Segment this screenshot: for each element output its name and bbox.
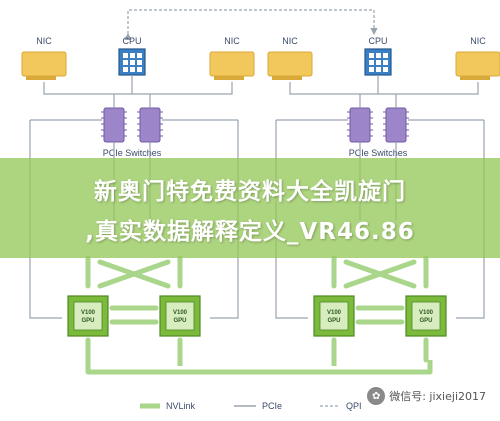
pcie-switch-left-0 (103, 107, 125, 143)
nic-connector-right-right (460, 76, 490, 80)
gpu-label-right-1: V100 (419, 310, 434, 316)
gpu-label-left-0: V100 (81, 310, 96, 316)
overlay-banner: 新奥门特免费资料大全凯旋门 ,真实数据解释定义_VR46.86 (0, 158, 500, 258)
cpu-core-left (123, 60, 128, 65)
nic-label-right-right: NIC (470, 36, 486, 46)
nic-label-right-left: NIC (282, 36, 298, 46)
pcie-switch-right-1 (385, 107, 407, 143)
pcie-nic-right-left (150, 82, 233, 95)
gpu-label-left-1: GPU (173, 318, 186, 324)
gpu-label-right-0: V100 (327, 310, 342, 316)
banner-line-2: ,真实数据解释定义_VR46.86 (85, 219, 415, 245)
cpu-core-left (130, 53, 135, 58)
cpu-core-right (383, 53, 388, 58)
cpu-core-left (123, 53, 128, 58)
nic-label-left-right: NIC (224, 36, 240, 46)
cpu-core-right (376, 60, 381, 65)
pcie-switches-label-left: PCIe Switches (103, 148, 162, 158)
cpu-core-right (383, 67, 388, 72)
legend: NVLink PCIe QPI (140, 401, 362, 411)
gpu-die-right-1 (411, 301, 441, 331)
watermark-text: 微信号: jixieji2017 (389, 390, 486, 403)
pcie-cpu-switch-left (113, 93, 151, 108)
nic-card-right-right (455, 51, 500, 77)
nic-card-left-left (21, 51, 67, 77)
cpu-label-left: CPU (122, 36, 141, 46)
cpu-core-right (383, 60, 388, 65)
cpu-core-right (369, 67, 374, 72)
nvlink-cross-b-left (97, 259, 171, 289)
qpi-link (124, 9, 378, 40)
gpu-label-right-1: GPU (419, 318, 432, 324)
cpu-core-left (137, 67, 142, 72)
pcie-switch-left-1 (139, 107, 161, 143)
gpu-label-right-0: GPU (327, 318, 340, 324)
cpu-core-left (137, 53, 142, 58)
nic-connector-left-left (26, 76, 56, 80)
nvlink-cross-b-right (343, 259, 417, 289)
pcie-nic-left-right (289, 82, 360, 95)
nic-card-left-right (209, 51, 255, 77)
nic-connector-right-left (272, 76, 302, 80)
cpu-core-right (376, 67, 381, 72)
cpu-core-left (137, 60, 142, 65)
legend-pcie-label: PCIe (262, 401, 282, 411)
banner-line-1: 新奥门特免费资料大全凯旋门 (94, 179, 406, 205)
legend-nvlink-label: NVLink (166, 401, 196, 411)
cpu-label-right: CPU (368, 36, 387, 46)
legend-qpi-label: QPI (346, 401, 362, 411)
gpu-die-left-0 (73, 301, 103, 331)
cpu-core-right (369, 60, 374, 65)
cpu-core-left (123, 67, 128, 72)
cpu-core-right (376, 53, 381, 58)
nic-card-right-left (267, 51, 313, 77)
cpu-core-left (130, 60, 135, 65)
pcie-switch-right-0 (349, 107, 371, 143)
cpu-core-right (369, 53, 374, 58)
gpu-die-right-0 (319, 301, 349, 331)
gpu-die-left-1 (165, 301, 195, 331)
pcie-switches-label-right: PCIe Switches (349, 148, 408, 158)
nic-label-left-left: NIC (36, 36, 52, 46)
cpu-core-left (130, 67, 135, 72)
gpu-label-left-1: V100 (173, 310, 188, 316)
gpu-label-left-0: GPU (81, 318, 94, 324)
pcie-nic-right-right (396, 82, 479, 95)
wechat-logo-icon: ✿ (367, 387, 386, 405)
pcie-cpu-switch-right (359, 93, 397, 108)
watermark: ✿ 微信号: jixieji2017 (367, 387, 486, 405)
pcie-nic-left-left (43, 82, 114, 95)
nic-connector-left-right (214, 76, 244, 80)
